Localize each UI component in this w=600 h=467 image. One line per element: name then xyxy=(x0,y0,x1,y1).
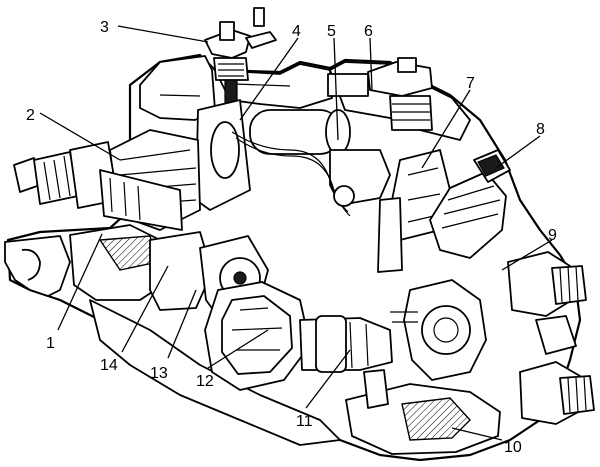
callout-10: 10 xyxy=(504,439,522,456)
solenoid-assembly xyxy=(195,99,391,217)
callout-11: 11 xyxy=(296,413,313,430)
sensor-plug xyxy=(429,149,511,259)
callout-1: 1 xyxy=(46,335,55,352)
timing-piston xyxy=(299,315,393,373)
callout-6: 6 xyxy=(364,23,373,40)
callout-5: 5 xyxy=(327,23,336,40)
callout-4: 4 xyxy=(292,23,301,40)
delivery-fittings xyxy=(507,251,595,425)
drive-shaft xyxy=(13,141,183,231)
right-cap-assembly xyxy=(327,57,433,131)
callout-13: 13 xyxy=(150,365,168,382)
callout-14: 14 xyxy=(100,357,118,374)
callout-12: 12 xyxy=(196,373,214,390)
leader-lines xyxy=(39,25,553,441)
callout-9: 9 xyxy=(548,227,557,244)
shutoff-valve xyxy=(345,369,501,455)
callout-7: 7 xyxy=(466,75,475,92)
distributor-head xyxy=(390,279,487,381)
callout-labels: 3 2 4 5 6 7 8 9 10 11 12 13 14 1 xyxy=(26,19,557,456)
callout-3: 3 xyxy=(100,19,109,36)
callout-2: 2 xyxy=(26,107,35,124)
callout-8: 8 xyxy=(536,121,545,138)
